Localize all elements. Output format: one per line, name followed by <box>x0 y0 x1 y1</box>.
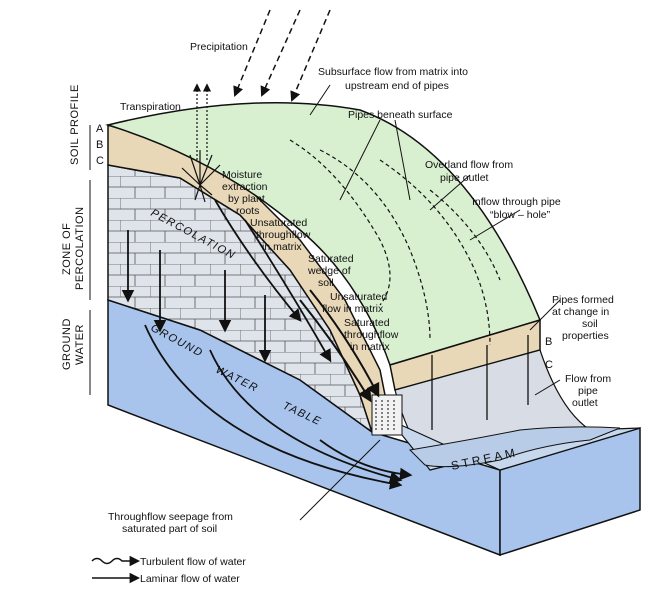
gw-label-2: WATER <box>74 324 86 365</box>
flow-pipe-line2: pipe <box>578 385 598 397</box>
soil-profile-label: SOIL PROFILE <box>69 84 81 165</box>
pipe-2 <box>319 149 431 341</box>
throughflow-arrows <box>299 289 380 403</box>
moisture-line4: roots <box>236 205 259 217</box>
moisture-line1: Moisture <box>222 169 262 181</box>
pipes-beneath-label: Pipes beneath surface <box>348 109 453 121</box>
legend-turbulent-symbol <box>91 555 141 567</box>
percolation-arrows <box>121 199 332 363</box>
legend-turbulent-label: Turbulent flow of water <box>140 556 246 568</box>
subsurface-flow-line2: upstream end of pipes <box>345 80 449 92</box>
legend: Turbulent flow of water Laminar flow of … <box>91 555 246 585</box>
unsat-flow-line1: Unsaturated <box>330 291 387 303</box>
legend-laminar-label: Laminar flow of water <box>140 573 240 585</box>
groundwater-flow-arrows <box>144 324 413 490</box>
unsat-through-line1: Unsaturated <box>250 217 307 229</box>
inflow-line2: “blow – hole” <box>490 209 551 221</box>
pipe-1 <box>289 139 391 306</box>
plant-icon <box>181 150 221 203</box>
pipe-3 <box>379 159 491 346</box>
transpiration-label: Transpiration <box>120 101 181 113</box>
flow-pipe-line3: outlet <box>572 397 598 409</box>
sat-through-line1: Saturated <box>344 317 390 329</box>
sat-wedge-line3: soil <box>318 277 334 289</box>
unsat-through-line2: throughflow <box>256 229 311 241</box>
horizon-b: B <box>96 139 103 151</box>
leader-lines <box>299 84 561 521</box>
precipitation-label: Precipitation <box>190 41 248 53</box>
horizon-c: C <box>96 155 104 167</box>
seepage-line2: saturated part of soil <box>122 523 217 535</box>
seepage-line1: Throughflow seepage from <box>108 511 233 523</box>
zone-label-1: ZONE OF <box>61 223 73 275</box>
inflow-line1: Inflow through pipe <box>472 196 561 208</box>
sat-through-line3: in matrix <box>350 341 390 353</box>
sat-wedge-line1: Saturated <box>308 253 354 265</box>
overland-flow-line1: Overland flow from <box>425 159 513 171</box>
sat-through-line2: throughflow <box>344 329 399 341</box>
zone-label-2: PERCOLATION <box>74 206 86 290</box>
gw-label-1: GROUND <box>61 318 73 370</box>
moisture-line2: extraction <box>222 181 268 193</box>
subsurface-flow-line1: Subsurface flow from matrix into <box>318 66 468 78</box>
pipes-formed-line1: Pipes formed <box>552 294 614 306</box>
pipes-formed-line3: soil <box>582 318 598 330</box>
precipitation-arrows <box>233 9 331 102</box>
pipes-formed-line4: properties <box>562 330 609 342</box>
seepage-zone <box>371 394 403 436</box>
pipes-formed-line2: at change in <box>552 306 609 318</box>
flow-pipe-line1: Flow from <box>565 373 611 385</box>
sat-wedge-line2: wedge of <box>307 265 351 277</box>
stream-water <box>408 426 621 468</box>
moisture-line3: by plant <box>228 193 265 205</box>
unsat-flow-line2: flow in matrix <box>322 303 384 315</box>
overland-flow-line2: pipe outlet <box>440 172 489 184</box>
right-horizon-c: C <box>545 359 553 371</box>
unsat-through-line3: in matrix <box>262 241 302 253</box>
horizon-a: A <box>96 123 104 135</box>
transpiration-arrows <box>192 83 212 160</box>
right-horizon-b: B <box>545 336 552 348</box>
